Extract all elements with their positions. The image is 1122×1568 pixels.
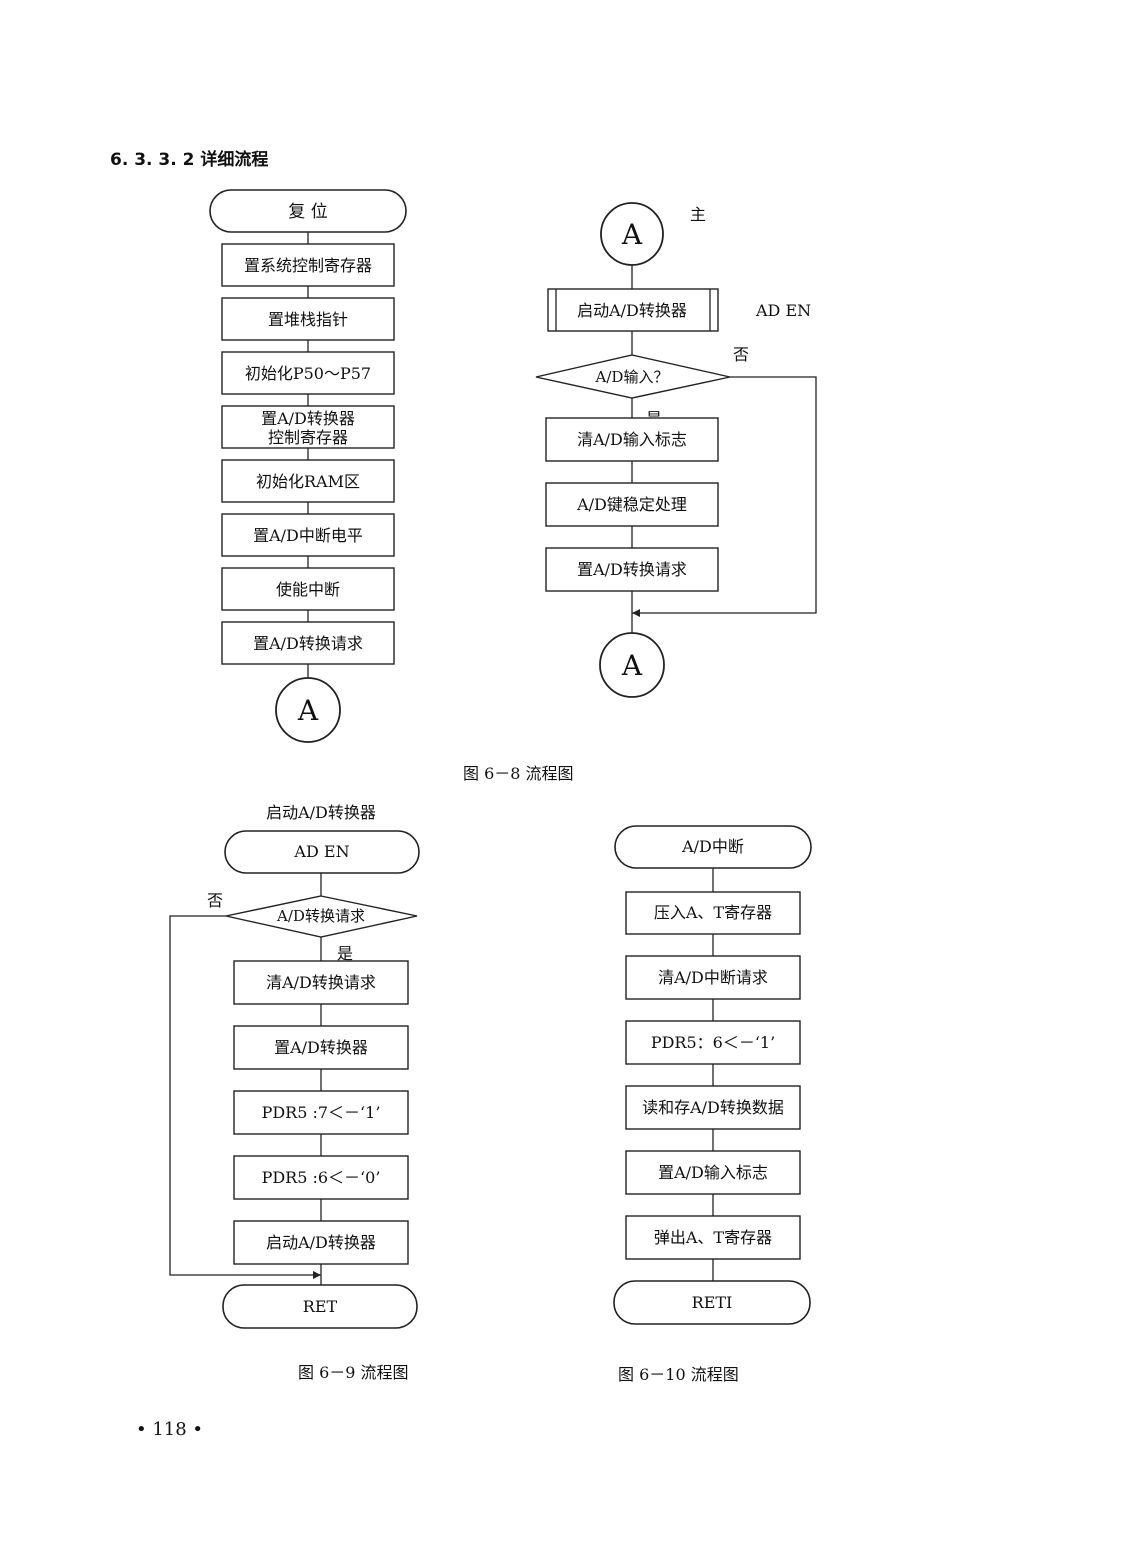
fig3-step-clear-interrupt: 清A/D中断请求 xyxy=(625,955,801,1000)
fig2-ret-label: RET xyxy=(303,1297,338,1316)
fig2-step-pdr5-6-label: PDR5 :6＜－‘0’ xyxy=(262,1168,381,1187)
fig3-step-push-registers: 压入A、T寄存器 xyxy=(625,891,801,935)
fig3-ad-interrupt-label: A/D中断 xyxy=(681,837,744,856)
fig3-step-pop-registers: 弹出A、T寄存器 xyxy=(625,1215,801,1260)
fig1-step-ad-control-label-2: 控制寄存器 xyxy=(268,428,348,447)
fig1-step-system-control-label: 置系统控制寄存器 xyxy=(244,256,372,275)
fig1-start-ad-converter: 启动A/D转换器 xyxy=(547,288,719,332)
fig1-decision-ad-input-label: A/D输入？ xyxy=(595,368,669,386)
fig1-step-init-ports: 初始化P50～P57 xyxy=(221,351,395,395)
fig1-left-flow: 复 位 置系统控制寄存器 置堆栈指针 初始化P50～P57 置A/D转换器 控制… xyxy=(209,189,407,743)
fig3-reti-label: RETI xyxy=(692,1293,733,1312)
fig1-right-connector-a-bottom: A xyxy=(599,632,665,698)
fig1-ad-en-label: AD EN xyxy=(755,301,811,320)
fig1-step-ad-control: 置A/D转换器 控制寄存器 xyxy=(221,405,395,449)
fig2-ad-en-terminal: AD EN xyxy=(224,830,420,874)
fig2-decision-ad-request: A/D转换请求 xyxy=(225,895,418,938)
fig3-step-push-registers-label: 压入A、T寄存器 xyxy=(654,903,772,922)
fig1-step-set-ad-request-label: 置A/D转换请求 xyxy=(577,560,687,579)
fig1-right-connector-a-bottom-label: A xyxy=(621,649,643,682)
fig1-step-ad-request-label: 置A/D转换请求 xyxy=(253,634,363,653)
fig3-step-pop-registers-label: 弹出A、T寄存器 xyxy=(654,1228,772,1247)
fig1-reset-label: 复 位 xyxy=(288,202,327,222)
fig1-decision-ad-input: A/D输入？ xyxy=(535,354,731,399)
fig3-flow: A/D中断 压入A、T寄存器 清A/D中断请求 PDR5：6＜－‘1’ 读和存A… xyxy=(613,825,812,1325)
page-number: • 118 • xyxy=(136,1419,204,1440)
fig1-step-enable-interrupt: 使能中断 xyxy=(221,567,395,611)
fig1-main-label: 主 xyxy=(690,205,706,224)
fig1-right-connector-a-top: A xyxy=(600,202,664,266)
section-heading: 6. 3. 3. 2 详细流程 xyxy=(110,150,269,170)
fig1-caption: 图 6－8 流程图 xyxy=(463,764,574,783)
fig2-no-label: 否 xyxy=(207,891,223,910)
fig2-step-pdr5-7-label: PDR5 :7＜－‘1’ xyxy=(262,1103,381,1122)
fig2-step-set-converter: 置A/D转换器 xyxy=(233,1025,409,1070)
fig1-reset-terminal: 复 位 xyxy=(209,189,407,233)
fig3-step-pdr5-6-label: PDR5：6＜－‘1’ xyxy=(651,1033,775,1052)
fig1-step-ad-interrupt-level: 置A/D中断电平 xyxy=(221,513,395,557)
fig1-step-enable-interrupt-label: 使能中断 xyxy=(276,580,340,599)
fig3-step-set-input-flag: 置A/D输入标志 xyxy=(625,1150,801,1195)
fig3-ad-interrupt-terminal: A/D中断 xyxy=(614,825,812,869)
fig1-start-ad-converter-label: 启动A/D转换器 xyxy=(577,301,687,320)
fig3-step-read-store-data-label: 读和存A/D转换数据 xyxy=(642,1098,784,1117)
fig1-step-clear-input-flag-label: 清A/D输入标志 xyxy=(577,430,687,449)
fig1-step-key-debounce: A/D键稳定处理 xyxy=(545,482,719,527)
fig3-step-set-input-flag-label: 置A/D输入标志 xyxy=(658,1163,768,1182)
fig2-step-clear-request-label: 清A/D转换请求 xyxy=(266,973,376,992)
fig1-step-system-control: 置系统控制寄存器 xyxy=(221,243,395,287)
fig1-step-set-ad-request: 置A/D转换请求 xyxy=(545,547,719,592)
fig2-flow: 启动A/D转换器 AD EN A/D转换请求 否 是 清A/D转换请求 置A/D… xyxy=(169,803,420,1329)
fig1-step-clear-input-flag: 清A/D输入标志 xyxy=(545,417,719,462)
fig3-caption: 图 6－10 流程图 xyxy=(618,1365,739,1384)
fig2-ret-terminal: RET xyxy=(222,1284,418,1329)
fig1-step-init-ram-label: 初始化RAM区 xyxy=(256,472,360,491)
fig2-decision-ad-request-label: A/D转换请求 xyxy=(276,907,365,925)
fig1-step-init-ports-label: 初始化P50～P57 xyxy=(245,364,371,383)
fig1-step-init-ram: 初始化RAM区 xyxy=(221,459,395,503)
fig2-caption: 图 6－9 流程图 xyxy=(298,1363,409,1382)
fig1-left-connector-a: A xyxy=(275,677,341,743)
fig1-step-stack-pointer-label: 置堆栈指针 xyxy=(268,310,348,329)
fig1-step-ad-request: 置A/D转换请求 xyxy=(221,621,395,665)
fig1-step-key-debounce-label: A/D键稳定处理 xyxy=(576,495,687,514)
fig2-title: 启动A/D转换器 xyxy=(266,803,376,822)
fig3-step-pdr5-6: PDR5：6＜－‘1’ xyxy=(625,1020,801,1065)
fig2-yes-label: 是 xyxy=(337,944,353,963)
fig1-right-connector-a-top-label: A xyxy=(621,218,643,251)
fig2-step-pdr5-7: PDR5 :7＜－‘1’ xyxy=(233,1090,409,1135)
fig1-step-ad-interrupt-level-label: 置A/D中断电平 xyxy=(253,526,363,545)
fig1-no-label: 否 xyxy=(733,345,749,364)
fig1-right-flow: A 主 启动A/D转换器 AD EN A/D输入？ 否 是 清A/D输入标志 A… xyxy=(535,202,817,698)
fig2-step-pdr5-6: PDR5 :6＜－‘0’ xyxy=(233,1155,409,1200)
fig2-step-set-converter-label: 置A/D转换器 xyxy=(274,1038,368,1057)
fig2-step-start-converter-label: 启动A/D转换器 xyxy=(266,1233,376,1252)
fig1-left-connector-a-label: A xyxy=(297,694,319,727)
fig3-step-read-store-data: 读和存A/D转换数据 xyxy=(625,1085,801,1130)
fig1-step-ad-control-label-1: 置A/D转换器 xyxy=(261,409,355,428)
fig2-ad-en-label: AD EN xyxy=(293,842,349,861)
fig3-step-clear-interrupt-label: 清A/D中断请求 xyxy=(658,968,768,987)
fig2-step-clear-request: 清A/D转换请求 xyxy=(233,960,409,1005)
fig3-reti-terminal: RETI xyxy=(613,1280,811,1325)
fig2-step-start-converter: 启动A/D转换器 xyxy=(233,1220,409,1265)
fig1-step-stack-pointer: 置堆栈指针 xyxy=(221,297,395,341)
